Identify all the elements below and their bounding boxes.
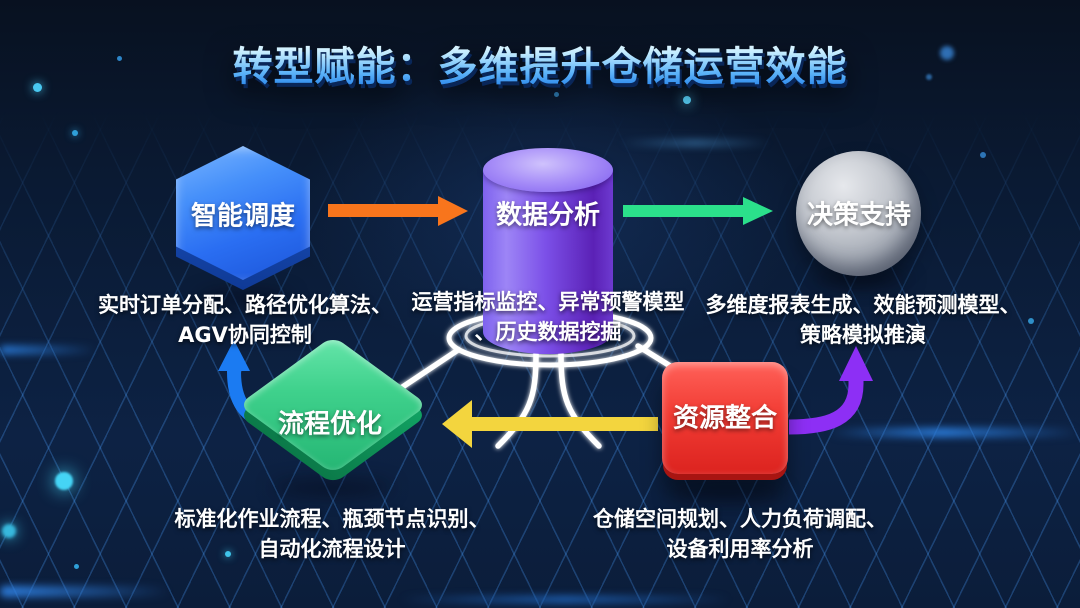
glow-dot [2,524,16,538]
desc-analysis: 运营指标监控、异常预警模型 、历史数据挖掘 [411,290,685,345]
hub-leg-right [558,351,602,449]
glow-dot [980,152,986,158]
desc-scheduling: 实时订单分配、路径优化算法、 AGV协同控制 [98,293,392,348]
node-shadow [810,272,910,286]
node-resource-square [662,362,788,474]
node-shadow [668,486,784,502]
node-label-scheduling: 智能调度 [190,201,296,232]
node-label-process: 流程优化 [277,409,383,440]
desc-process: 标准化作业流程、瓶颈节点识别、 自动化流程设计 [174,507,490,562]
node-shadow [196,290,292,306]
hub-leg-left [495,351,539,449]
arrow-resource-to-decision [788,378,864,435]
light-streak [0,586,170,597]
glow-dot [225,551,231,557]
glow-dot [72,130,78,136]
light-streak [620,140,770,146]
arrowhead [438,196,468,226]
light-streak [828,428,1080,437]
glow-dot [55,472,73,490]
data-hub-lines [383,308,699,449]
glow-dot [74,564,79,569]
node-label-analysis: 数据分析 [495,200,601,231]
arrowhead [743,197,773,225]
desc-decision: 多维度报表生成、效能预测模型、 策略模拟推演 [705,293,1021,348]
arrowhead [442,400,472,448]
glow-dot [940,46,954,60]
light-streak [0,346,96,354]
glow-dot [554,92,559,97]
node-scheduling-hexagon [176,146,310,290]
desc-resource: 仓储空间规划、人力负荷调配、 设备利用率分析 [593,507,887,562]
node-label-resource: 资源整合 [672,403,778,434]
glow-dot [33,83,42,92]
node-analysis-cylinder [483,148,613,354]
page-title: 转型赋能：多维提升仓储运营效能 [0,34,1080,92]
arrow-resource-to-decision-head [839,346,873,381]
node-decision-sphere [796,151,921,276]
node-shadow [272,480,392,496]
arrow-process-to-scheduling-head [218,340,250,371]
node-label-decision: 决策支持 [806,200,912,231]
glow-dot [683,96,691,104]
glow-dot [117,56,122,61]
glow-dot [1028,318,1034,324]
light-streak [400,596,730,603]
glow-dot [926,74,932,80]
